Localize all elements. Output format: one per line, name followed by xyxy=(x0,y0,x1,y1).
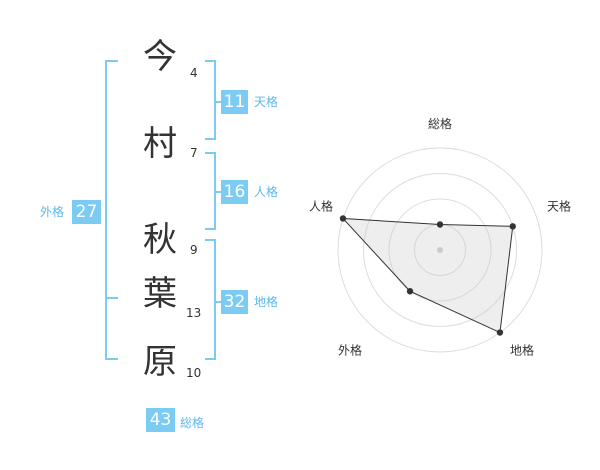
tenkaku-label: 天格 xyxy=(254,95,279,109)
radar-point-2 xyxy=(509,223,516,230)
gaikaku-label: 外格 xyxy=(40,205,65,219)
stroke-count-5: 10 xyxy=(186,366,202,380)
stroke-count-1: 4 xyxy=(190,66,198,80)
gaikaku-value: 27 xyxy=(72,200,101,224)
chikaku-bracket xyxy=(205,239,216,360)
chikaku-label: 地格 xyxy=(254,295,279,309)
stroke-count-2: 7 xyxy=(190,146,198,160)
radar-axis-label-5: 人格 xyxy=(309,198,333,213)
radar-axis-label-2: 天格 xyxy=(547,198,571,213)
name-char-3: 秋 xyxy=(143,220,177,260)
gaikaku-bracket xyxy=(105,60,118,360)
radar-ring-3 xyxy=(363,173,517,327)
name-char-1: 今 xyxy=(143,37,177,77)
radar-axis-label-1: 総格 xyxy=(428,116,452,131)
radar-point-4 xyxy=(406,288,414,295)
chikaku-value: 32 xyxy=(221,290,248,314)
tenkaku-value: 11 xyxy=(221,90,248,114)
radar-ring-2 xyxy=(388,198,492,302)
radar-point-3 xyxy=(496,329,504,336)
stroke-count-3: 9 xyxy=(190,243,198,257)
jinkaku-value: 16 xyxy=(221,180,248,204)
radar-point-1 xyxy=(436,221,444,228)
name-char-2: 村 xyxy=(143,124,177,164)
jinkaku-label: 人格 xyxy=(254,185,279,199)
radar-axis-label-3: 地格 xyxy=(510,343,534,358)
radar-polygon xyxy=(341,217,514,334)
name-char-5: 原 xyxy=(143,342,177,382)
radar-point-5 xyxy=(339,215,347,222)
soukaku-value: 43 xyxy=(146,408,175,432)
tenkaku-bracket xyxy=(205,60,216,140)
stroke-count-4: 13 xyxy=(186,306,202,320)
radar-axis-label-4: 外格 xyxy=(338,343,362,358)
soukaku-label: 総格 xyxy=(180,416,205,430)
radar-ring-4 xyxy=(337,147,543,353)
radar-center xyxy=(437,247,443,253)
name-char-4: 葉 xyxy=(143,274,177,314)
